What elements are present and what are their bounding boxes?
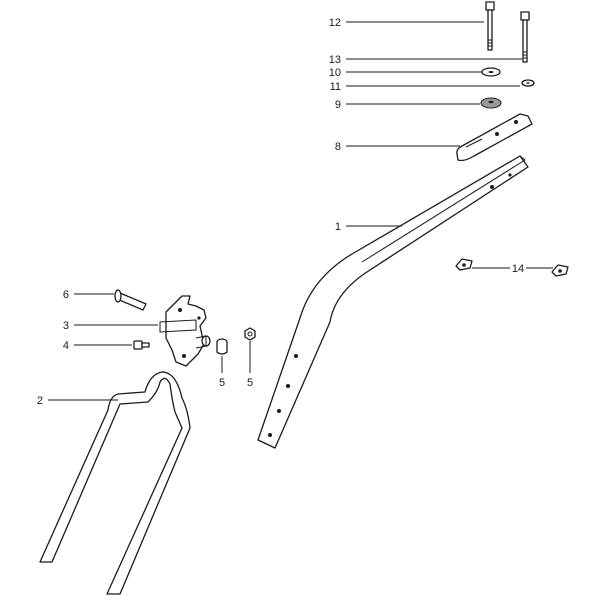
callout-14: 14 [512,263,524,275]
part-3-bracket [159,295,211,367]
callout-4: 4 [63,340,69,352]
part-11-small-washer [521,79,535,87]
leader-lines [48,21,553,401]
callout-10: 10 [329,67,341,79]
callout-8: 8 [335,141,341,153]
callout-labels: 12 13 10 11 9 8 1 14 6 3 4 5 5 2 [37,17,524,407]
part-12-bolt [485,1,495,51]
part-9-large-washer [480,97,502,109]
callout-1: 1 [335,221,341,233]
part-1-handle-bar [257,155,529,449]
callout-12: 12 [329,17,341,29]
part-5-sleeve [216,338,228,355]
callout-6: 6 [63,289,69,301]
callout-9: 9 [335,99,341,111]
part-14-square-nut-second [551,264,569,277]
part-5-nut [244,327,256,341]
part-4-screw [133,340,150,350]
callout-11: 11 [330,81,341,93]
part-6-clevis-pin [114,289,147,311]
callout-3: 3 [63,320,69,332]
part-10-washer [481,67,501,77]
callout-2: 2 [37,395,43,407]
callout-5-nut: 5 [247,377,253,389]
part-2-wire-bail [39,371,191,595]
callout-5-sleeve: 5 [219,377,225,389]
part-8-handle-grip [456,113,533,162]
part-14-square-nut [455,258,473,271]
part-12-bolt-long [520,11,530,63]
callout-13: 13 [329,54,341,66]
